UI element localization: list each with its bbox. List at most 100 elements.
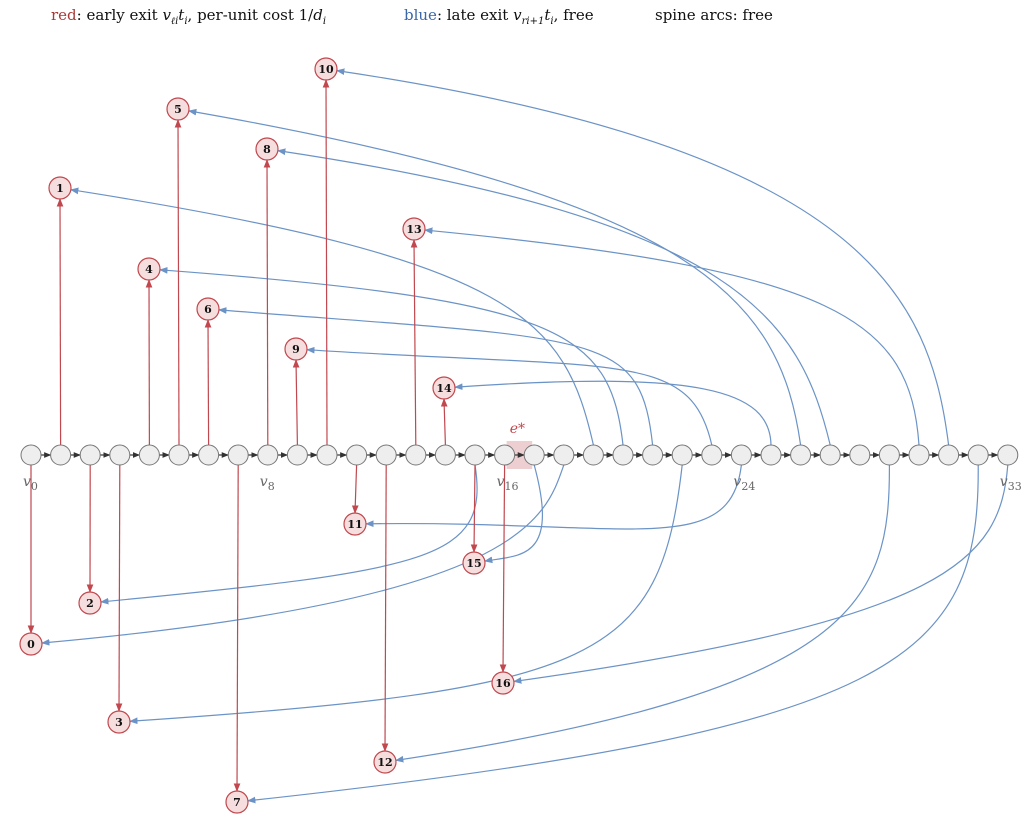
red-arc — [410, 239, 418, 446]
blue-arc — [188, 108, 802, 446]
spine-node — [494, 444, 516, 466]
legend-red-text-a: : early exit — [76, 6, 163, 24]
spine-node — [316, 444, 338, 466]
blue-arc — [424, 227, 920, 446]
terminal-label: 14 — [436, 382, 452, 395]
red-arc — [115, 464, 123, 712]
red-arc — [263, 159, 271, 446]
red-arc — [381, 464, 389, 752]
terminal-label: 2 — [86, 597, 94, 610]
red-arc — [204, 319, 212, 446]
red-arc — [322, 79, 330, 446]
legend-red-sub: ℓi — [170, 16, 179, 27]
terminal-node — [19, 632, 43, 656]
terminal-node — [48, 176, 72, 200]
terminal-node — [373, 750, 397, 774]
blue-arc — [247, 464, 979, 804]
spine-node — [730, 444, 752, 466]
spine-node — [553, 444, 575, 466]
legend-blue-var2: t — [544, 6, 551, 24]
terminal-label: 13 — [406, 223, 421, 236]
legend-red-text-b: , per-unit cost 1/ — [187, 6, 314, 24]
legend-red-var3: d — [313, 6, 323, 24]
legend-red-var2: t — [178, 6, 185, 24]
spine-label: v24 — [733, 474, 755, 493]
spine-label: v33 — [1000, 474, 1022, 493]
legend-blue-text-b: , free — [553, 6, 594, 24]
spine-node — [50, 444, 72, 466]
red-arc — [292, 359, 300, 446]
blue-arc — [336, 68, 950, 446]
spine — [20, 444, 1019, 466]
spine-node — [582, 444, 604, 466]
red-arc — [56, 198, 64, 446]
legend-blue-var: v — [513, 6, 522, 24]
terminal-node — [462, 551, 486, 575]
highlight-edge-label: e* — [510, 421, 525, 437]
terminal-node — [78, 591, 102, 615]
spine-node — [790, 444, 812, 466]
spine-node — [20, 444, 42, 466]
terminal-label: 3 — [115, 716, 123, 729]
legend-red-var: v — [162, 6, 171, 24]
terminal-label: 1 — [56, 182, 64, 195]
terminal-node — [402, 217, 426, 241]
blue-arc — [277, 148, 831, 446]
terminal-label: 15 — [466, 557, 481, 570]
spine-node — [878, 444, 900, 466]
spine-node — [819, 444, 841, 466]
spine-node — [405, 444, 427, 466]
terminal-node — [196, 297, 220, 321]
spine-node — [908, 444, 930, 466]
legend-red-sub2: i — [184, 16, 188, 27]
spine-node — [79, 444, 101, 466]
red-arc — [174, 119, 182, 446]
blue-arc — [513, 464, 1009, 684]
blue-arc — [395, 464, 891, 763]
terminal-label: 7 — [233, 796, 241, 809]
blue-arc — [129, 464, 683, 725]
terminal-node — [166, 97, 190, 121]
blue-arc — [365, 464, 742, 530]
terminal-label: 16 — [495, 677, 511, 690]
spine-node — [523, 444, 545, 466]
spine-label: v16 — [497, 474, 519, 493]
blue-arc — [306, 346, 713, 446]
legend-red-word: red — [51, 6, 77, 24]
legend-red: red: early exit vℓiti, per-unit cost 1/d… — [51, 6, 326, 27]
blue-arc — [484, 464, 544, 564]
terminal-node — [137, 257, 161, 281]
spine-node — [286, 444, 308, 466]
terminal-label: 4 — [145, 263, 153, 276]
legend-blue-sub2: i — [550, 16, 554, 27]
spine-node — [138, 444, 160, 466]
terminal-node — [284, 337, 308, 361]
blue-arc — [70, 187, 594, 446]
spine-node — [701, 444, 723, 466]
legend-blue-word: blue — [404, 6, 437, 24]
blue-arc — [159, 267, 624, 446]
spine-node — [168, 444, 190, 466]
terminal-node — [314, 57, 338, 81]
spine-node — [997, 444, 1019, 466]
spine-node — [671, 444, 693, 466]
terminal-node — [255, 137, 279, 161]
red-arcs — [27, 79, 507, 792]
red-arc — [440, 398, 448, 446]
terminal-label: 0 — [27, 638, 35, 651]
spine-node — [375, 444, 397, 466]
blue-arc — [454, 380, 772, 446]
spine-node — [760, 444, 782, 466]
terminal-label: 5 — [174, 103, 182, 116]
terminal-label: 11 — [347, 518, 362, 531]
spine-node — [967, 444, 989, 466]
blue-arc — [218, 307, 654, 446]
spine-label: v0 — [23, 474, 38, 493]
legend: red: early exit vℓiti, per-unit cost 1/d… — [0, 2, 1024, 28]
terminal-node — [432, 376, 456, 400]
terminal-label: 10 — [318, 63, 334, 76]
legend-blue-text-a: : late exit — [436, 6, 514, 24]
spine-node — [434, 444, 456, 466]
